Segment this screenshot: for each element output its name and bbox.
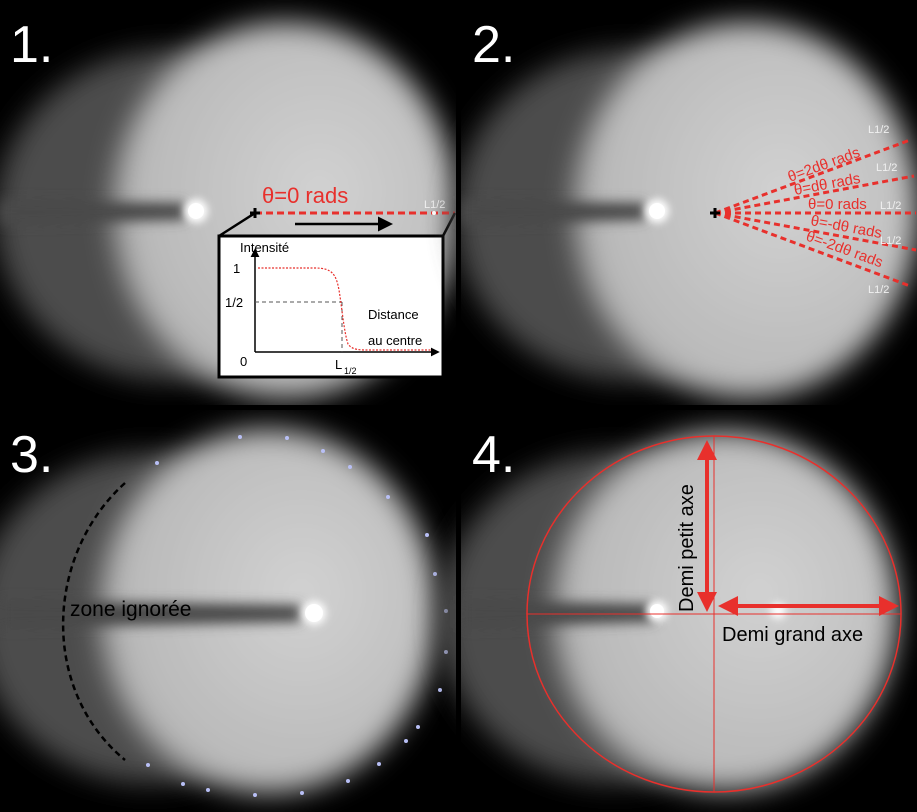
panel-1: θ=0 rads L1/2 Intensité 1 1/2 0 Distance <box>0 0 457 405</box>
inset-l-half-main: L <box>335 357 342 372</box>
y-axis-label: Intensité <box>240 240 289 255</box>
ray-minus-dtheta <box>714 211 917 252</box>
intensity-curve <box>258 267 432 351</box>
end-label-2dtheta: L1/2 <box>868 124 889 136</box>
theta-0-label: θ=0 rads <box>262 183 348 208</box>
intensity-inset: Intensité 1 1/2 0 Distance au centre L 1… <box>217 234 445 379</box>
ray-dtheta <box>714 174 915 215</box>
centre-marker-2 <box>710 208 720 218</box>
end-label-0: L1/2 <box>880 200 901 212</box>
panel-number-2: 2. <box>472 16 515 74</box>
zoom-line-left <box>218 211 256 238</box>
contour-points <box>146 435 448 797</box>
panel-number-1: 1. <box>10 16 53 74</box>
tick-half: 1/2 <box>225 295 243 310</box>
end-label-dtheta: L1/2 <box>876 162 897 174</box>
horizontal-separator <box>0 405 917 410</box>
panel-3: zone ignorée 3. <box>0 410 456 812</box>
panel-number-4: 4. <box>472 426 515 484</box>
l-half-label: L1/2 <box>424 199 445 211</box>
tick-1: 1 <box>233 261 240 276</box>
end-label-minus-dtheta: L1/2 <box>880 235 901 247</box>
ignored-zone-label: zone ignorée <box>70 598 191 621</box>
panel-number-3: 3. <box>10 426 53 484</box>
ray-minus-2dtheta <box>714 211 911 288</box>
inset-l-half-sub: 1/2 <box>344 366 357 376</box>
l-half-point <box>432 211 436 215</box>
panel-2: θ=2dθ rads θ=dθ rads θ=0 rads θ=-dθ rads… <box>455 0 917 405</box>
x-axis-label-line1: Distance <box>368 307 419 322</box>
semi-major-label: Demi grand axe <box>722 624 863 646</box>
semi-minor-label: Demi petit axe <box>676 484 698 612</box>
zoom-line-right <box>441 212 457 237</box>
ray-label-0: θ=0 rads <box>808 196 867 213</box>
tick-0: 0 <box>240 354 247 369</box>
ignored-zone-arc <box>61 482 126 761</box>
panel-4: Demi petit axe Demi grand axe 4. <box>440 410 917 812</box>
end-label-minus-2dtheta: L1/2 <box>868 284 889 296</box>
x-axis-label-line2: au centre <box>368 333 422 348</box>
ray-2dtheta <box>714 138 911 215</box>
